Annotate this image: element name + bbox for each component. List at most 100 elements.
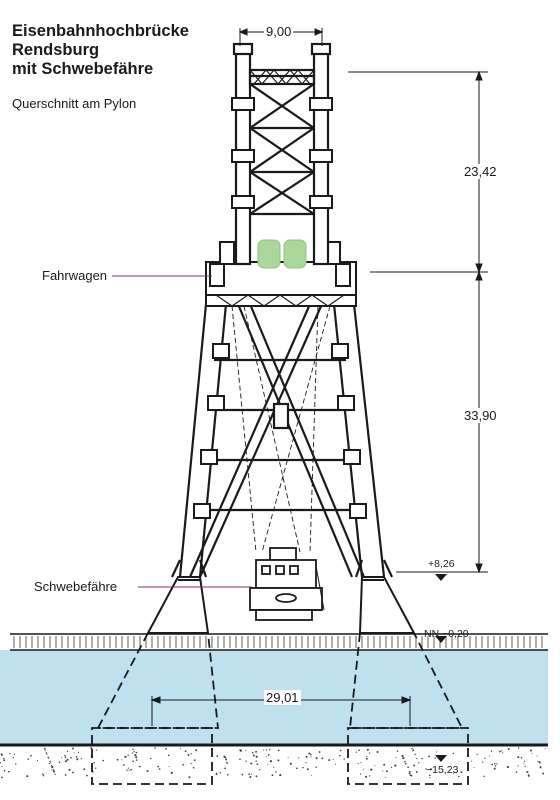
seabed-dot [396,750,399,752]
carriage-platform [205,241,357,307]
seabed-dot [332,758,334,761]
foundation-left [91,632,219,785]
title-line-2: Rendsburg [12,41,100,59]
seabed-dot [146,769,149,773]
seabed-dot [370,768,373,771]
seabed-dot [310,756,312,758]
seabed-dot [72,747,74,750]
dim-foundation-span: 29,01 [264,690,301,705]
seabed-dot [170,771,173,774]
seabed-dot [77,751,80,754]
seabed-dot [27,758,29,760]
seabed-dot [425,768,427,770]
seabed-dot [315,757,318,760]
seabed-dot [60,757,63,759]
seabed-dot [339,749,342,752]
seabed-dot [415,770,418,773]
seabed-dot [42,773,44,776]
seabed-dot [277,749,280,752]
seabed-dot [83,768,86,771]
seabed-dot [158,768,161,770]
seabed-dot [192,766,195,769]
seabed-dot [133,751,135,753]
seabed-dot [64,754,66,757]
seabed-dot [298,757,300,759]
seabed-dot [265,749,268,751]
dimension-vertical [348,70,488,574]
seabed-dot [368,752,371,754]
dim-lower-height: 33,90 [462,408,499,423]
seabed-dot [96,749,98,751]
seabed-dot [64,756,67,759]
seabed-dot [537,760,539,763]
seabed-dot [273,766,275,768]
seabed-dot [411,747,413,750]
seabed-dot [248,773,250,776]
seabed-dot [515,771,518,773]
seabed-dot [45,752,48,754]
seabed-dot [154,747,156,749]
seabed-dot [416,757,418,760]
seabed-dot [245,760,247,762]
seabed-dot [277,759,280,762]
seabed [0,743,548,779]
waterline-strip [10,633,548,651]
seabed-dot [523,762,525,764]
seabed-dot [150,757,152,760]
seabed-dot [366,755,368,758]
seabed-dot [434,757,436,759]
seabed-dot [122,764,125,766]
seabed-dot [102,759,105,762]
seabed-dot [287,756,289,758]
seabed-dot [488,755,490,757]
seabed-dot [518,747,520,749]
seabed-dot [130,768,132,771]
seabed-dot [321,757,324,760]
seabed-dot [256,763,259,766]
seabed-dot [135,759,138,761]
seabed-dot [530,749,532,752]
seabed-dot [401,754,404,758]
seabed-dot [46,753,48,755]
seabed-dot [195,749,198,752]
seabed-dot [404,760,406,763]
seabed-dot [132,748,134,751]
diagram-title: Eisenbahnhochbrücke Rendsburg mit Schweb… [12,22,189,79]
seabed-dot [3,759,6,762]
seabed-dot [3,769,6,772]
seabed-dot [51,766,54,769]
seabed-dot [517,765,519,767]
seabed-dot [50,762,52,764]
seabed-dot [357,762,359,765]
seabed-dot [43,747,46,750]
seabed-dot [366,748,369,751]
seabed-dot [482,761,484,763]
seabed-dot [263,749,265,751]
seabed-dot [502,752,504,754]
seabed-dot [250,773,252,775]
seabed-dot [182,763,185,766]
seabed-dot [132,760,134,763]
seabed-dot [404,762,407,765]
seabed-dot [135,756,138,759]
seabed-dot [305,761,307,764]
seabed-dot [490,750,493,752]
foundation-right [347,632,469,785]
seabed-dot [429,768,432,771]
title-line-1: Eisenbahnhochbrücke [12,22,189,40]
seabed-dot [255,760,257,762]
seabed-dot [259,769,261,771]
seabed-dot [540,767,542,769]
seabed-dot [13,753,16,756]
seabed-dot [190,753,192,755]
seabed-dot [226,761,228,764]
seabed-dot [271,774,274,777]
seabed-dot [187,754,190,756]
seabed-dot [135,751,138,754]
seabed-dot [494,765,497,767]
seabed-dot [275,771,277,773]
seabed-dot [66,758,69,761]
seabed-dot [74,752,76,754]
seabed-dot [409,770,411,773]
seabed-dot [265,755,267,757]
